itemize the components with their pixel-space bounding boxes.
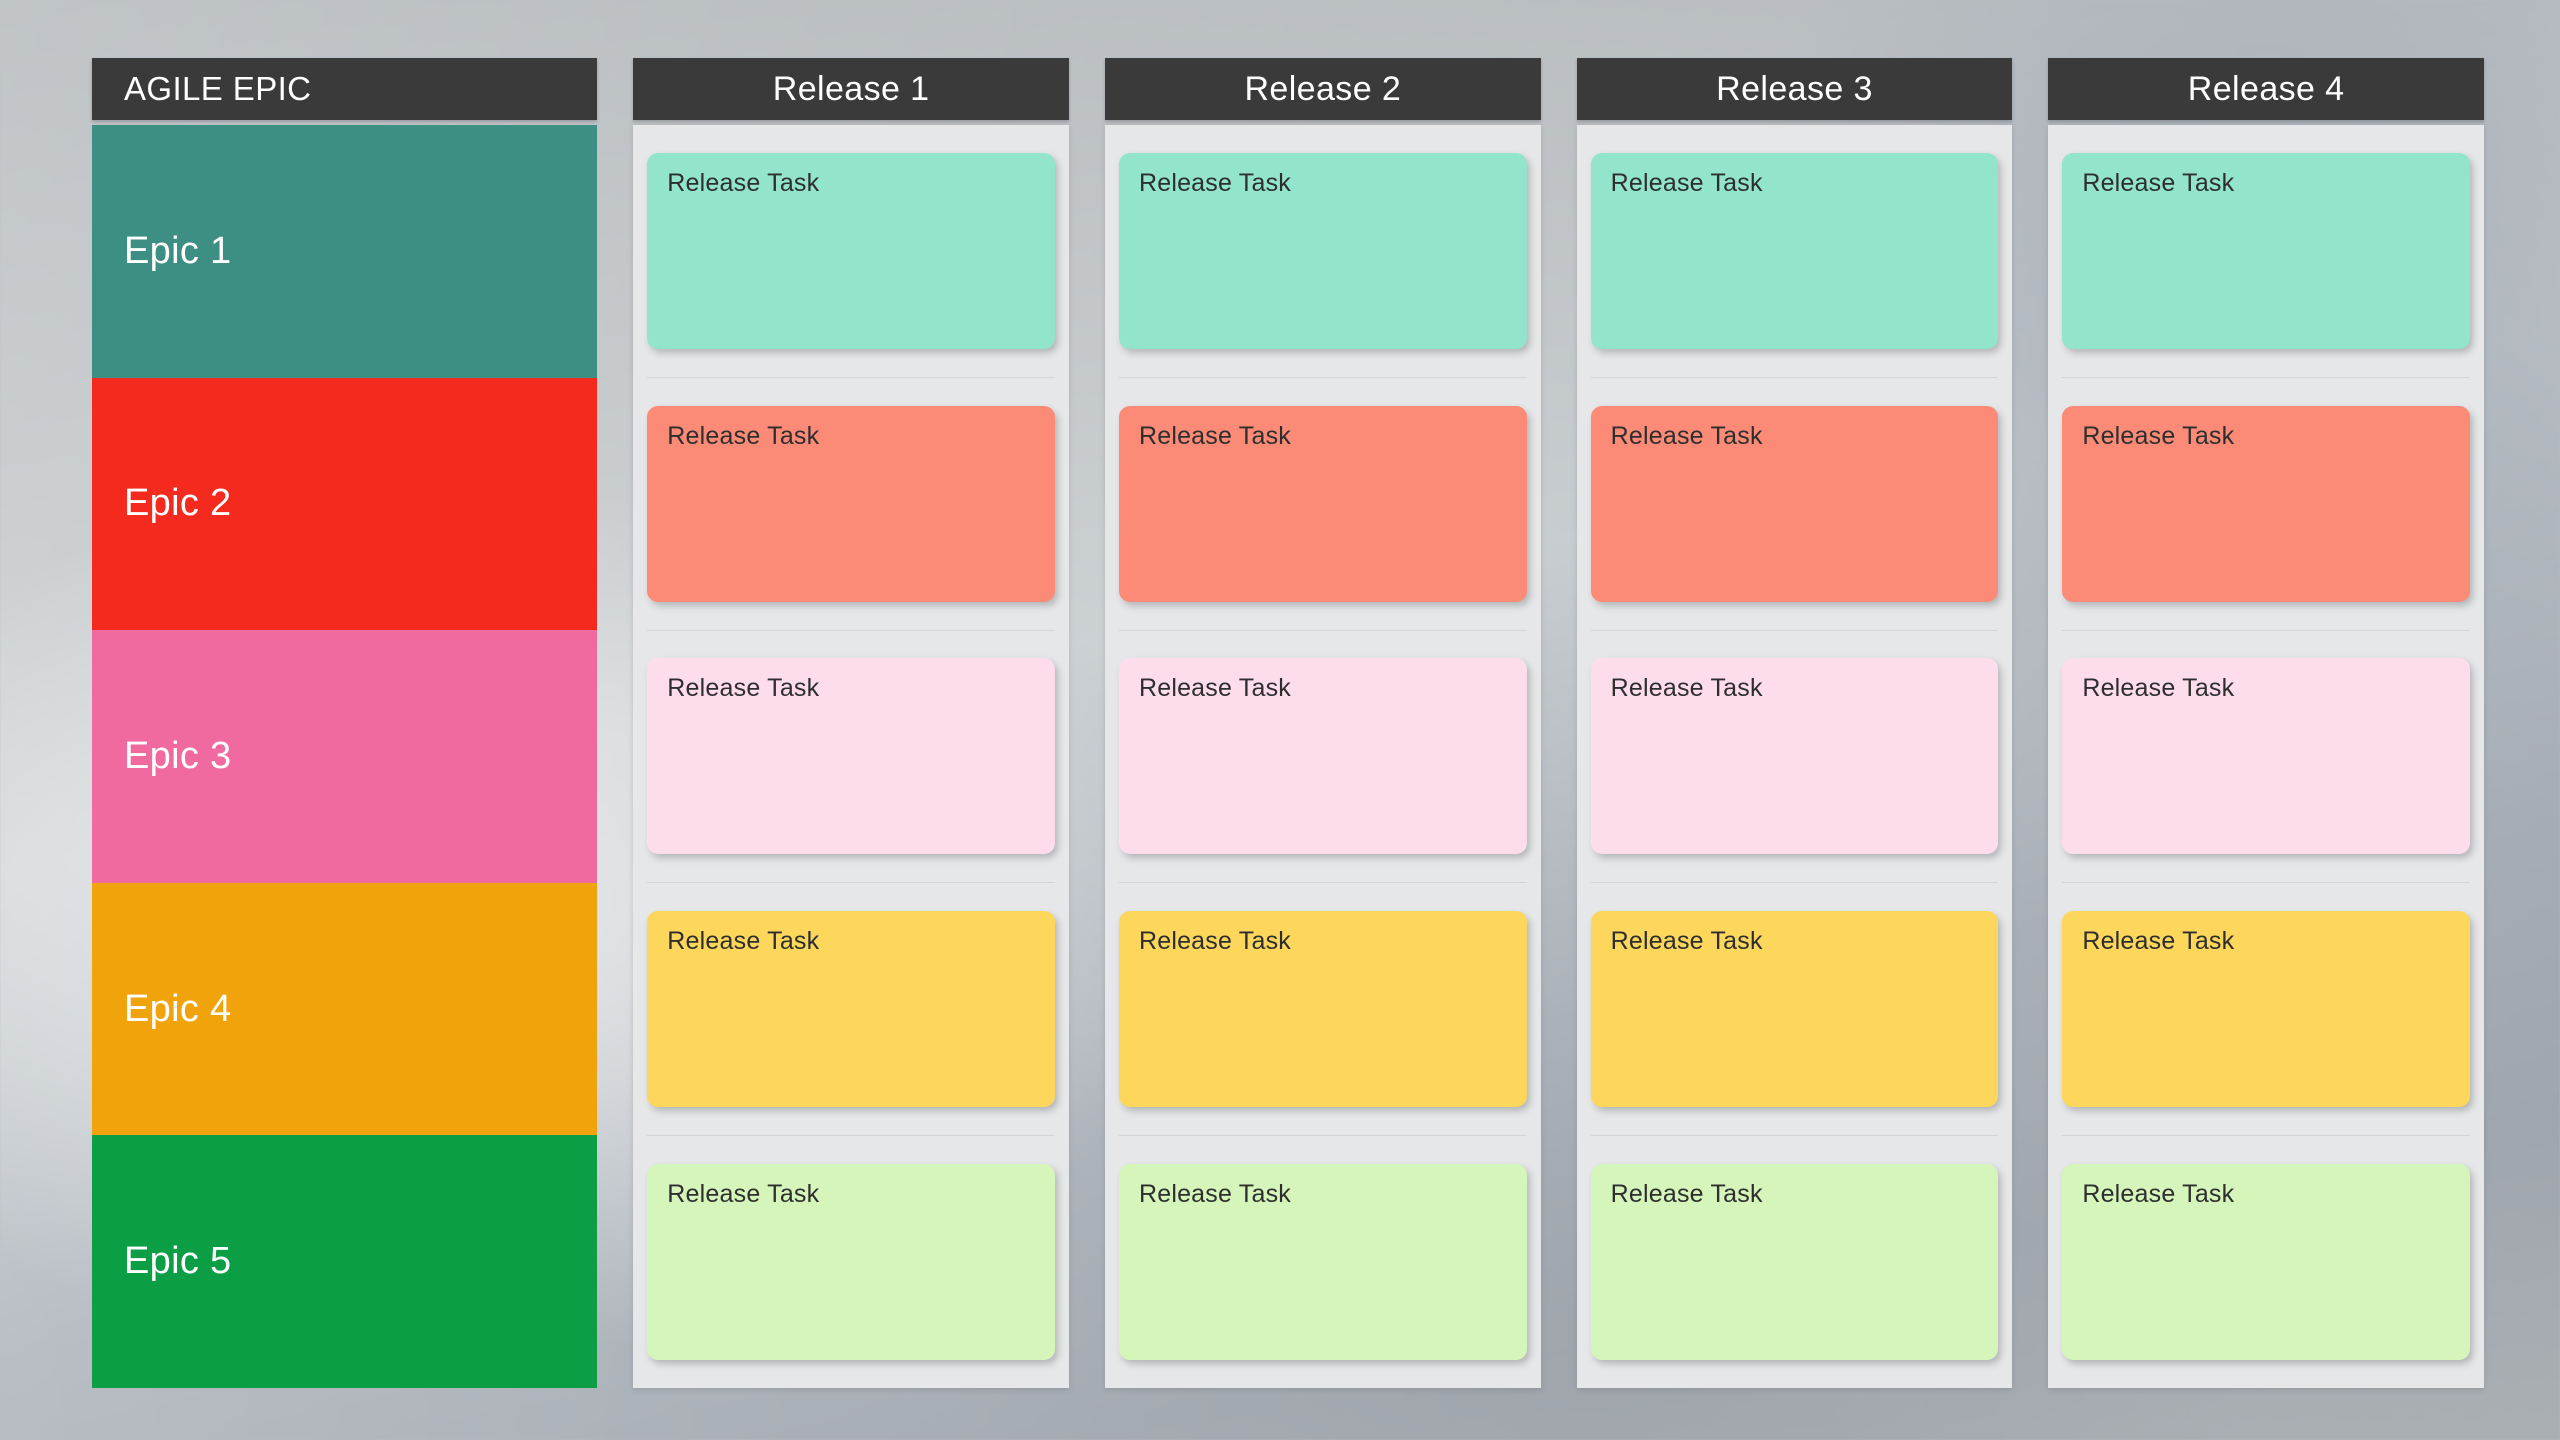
task-card[interactable]: Release Task: [647, 1164, 1055, 1361]
release-cell: Release Task: [2062, 883, 2470, 1137]
epic-band-2[interactable]: Epic 2: [92, 377, 598, 631]
epic-band-1[interactable]: Epic 1: [92, 125, 598, 378]
release-column-header-1: Release 1: [633, 58, 1069, 120]
task-card-label: Release Task: [1138, 674, 1291, 703]
task-card-label: Release Task: [667, 168, 820, 197]
task-card-label: Release Task: [2082, 421, 2235, 450]
task-card[interactable]: Release Task: [1590, 911, 1999, 1108]
task-card-label: Release Task: [2082, 674, 2235, 703]
release-panel-4: Release Task Release Task Release Task R…: [2048, 125, 2484, 1388]
task-card-label: Release Task: [1138, 1180, 1291, 1209]
release-cell: Release Task: [2062, 125, 2470, 378]
task-card-label: Release Task: [1138, 927, 1291, 956]
task-card-label: Release Task: [1610, 927, 1763, 956]
task-card[interactable]: Release Task: [1590, 405, 1999, 602]
release-column-header-2: Release 2: [1104, 58, 1541, 120]
release-panel-1: Release Task Release Task Release Task R…: [633, 125, 1069, 1388]
epic-band-label: Epic 3: [124, 734, 232, 777]
task-card[interactable]: Release Task: [2062, 405, 2470, 602]
release-cell: Release Task: [1118, 378, 1527, 631]
epic-band-list: Epic 1 Epic 2 Epic 3 Epic 4 Epic 5: [92, 125, 598, 1388]
release-panel-2: Release Task Release Task Release Task R…: [1104, 125, 1541, 1388]
task-card[interactable]: Release Task: [1590, 658, 1999, 855]
release-cell: Release Task: [1118, 1136, 1527, 1388]
task-card-label: Release Task: [1610, 674, 1763, 703]
task-card[interactable]: Release Task: [1118, 911, 1527, 1108]
epic-column-header: AGILE EPIC: [92, 58, 598, 120]
task-card[interactable]: Release Task: [1118, 405, 1527, 602]
task-card[interactable]: Release Task: [647, 658, 1055, 855]
release-cell: Release Task: [1118, 883, 1527, 1137]
release-column-3: Release 3 Release Task Release Task Rele…: [1576, 58, 2013, 1388]
task-card[interactable]: Release Task: [1590, 152, 1999, 349]
task-card[interactable]: Release Task: [2062, 1164, 2470, 1361]
task-card-label: Release Task: [1610, 168, 1763, 197]
release-column-1: Release 1 Release Task Release Task Rele…: [633, 58, 1069, 1388]
task-card[interactable]: Release Task: [647, 405, 1055, 602]
task-card-label: Release Task: [667, 674, 820, 703]
release-cell: Release Task: [647, 883, 1055, 1137]
agile-release-board: AGILE EPIC Epic 1 Epic 2 Epic 3 Epic 4 E…: [92, 58, 2484, 1388]
task-card-label: Release Task: [667, 927, 820, 956]
release-cell: Release Task: [1590, 1136, 1999, 1388]
task-card[interactable]: Release Task: [2062, 152, 2470, 349]
release-cell: Release Task: [647, 125, 1055, 378]
task-card-label: Release Task: [667, 1180, 820, 1209]
epic-band-4[interactable]: Epic 4: [92, 882, 598, 1136]
epic-band-label: Epic 2: [124, 482, 232, 525]
release-cell: Release Task: [2062, 378, 2470, 631]
release-column-2: Release 2 Release Task Release Task Rele…: [1104, 58, 1541, 1388]
release-cell: Release Task: [1118, 631, 1527, 884]
release-cell: Release Task: [1590, 883, 1999, 1137]
task-card-label: Release Task: [2082, 1180, 2235, 1209]
epic-column: AGILE EPIC Epic 1 Epic 2 Epic 3 Epic 4 E…: [92, 58, 598, 1388]
release-column-header-3: Release 3: [1576, 58, 2013, 120]
task-card[interactable]: Release Task: [647, 911, 1055, 1108]
task-card-label: Release Task: [1610, 1180, 1763, 1209]
task-card[interactable]: Release Task: [1118, 1164, 1527, 1361]
release-cell: Release Task: [2062, 631, 2470, 884]
release-cell: Release Task: [1590, 125, 1999, 378]
epic-band-label: Epic 5: [124, 1240, 232, 1283]
epic-band-3[interactable]: Epic 3: [92, 630, 598, 883]
epic-band-label: Epic 4: [124, 987, 232, 1030]
release-cell: Release Task: [2062, 1136, 2470, 1388]
epic-band-label: Epic 1: [124, 229, 232, 272]
task-card-label: Release Task: [1610, 421, 1763, 450]
release-panel-3: Release Task Release Task Release Task R…: [1576, 125, 2013, 1388]
task-card[interactable]: Release Task: [1118, 658, 1527, 855]
release-cell: Release Task: [647, 378, 1055, 631]
release-cell: Release Task: [1118, 125, 1527, 378]
task-card[interactable]: Release Task: [1118, 152, 1527, 349]
task-card-label: Release Task: [1138, 168, 1291, 197]
release-cell: Release Task: [647, 1136, 1055, 1388]
task-card-label: Release Task: [2082, 168, 2235, 197]
task-card[interactable]: Release Task: [2062, 911, 2470, 1108]
task-card[interactable]: Release Task: [1590, 1164, 1999, 1361]
task-card[interactable]: Release Task: [2062, 658, 2470, 855]
release-column-header-4: Release 4: [2048, 58, 2484, 120]
task-card-label: Release Task: [2082, 927, 2235, 956]
epic-band-5[interactable]: Epic 5: [92, 1135, 598, 1388]
task-card-label: Release Task: [667, 421, 820, 450]
release-cell: Release Task: [647, 631, 1055, 884]
release-column-4: Release 4 Release Task Release Task Rele…: [2048, 58, 2484, 1388]
release-cell: Release Task: [1590, 378, 1999, 631]
task-card[interactable]: Release Task: [647, 152, 1055, 349]
release-cell: Release Task: [1590, 631, 1999, 884]
task-card-label: Release Task: [1138, 421, 1291, 450]
